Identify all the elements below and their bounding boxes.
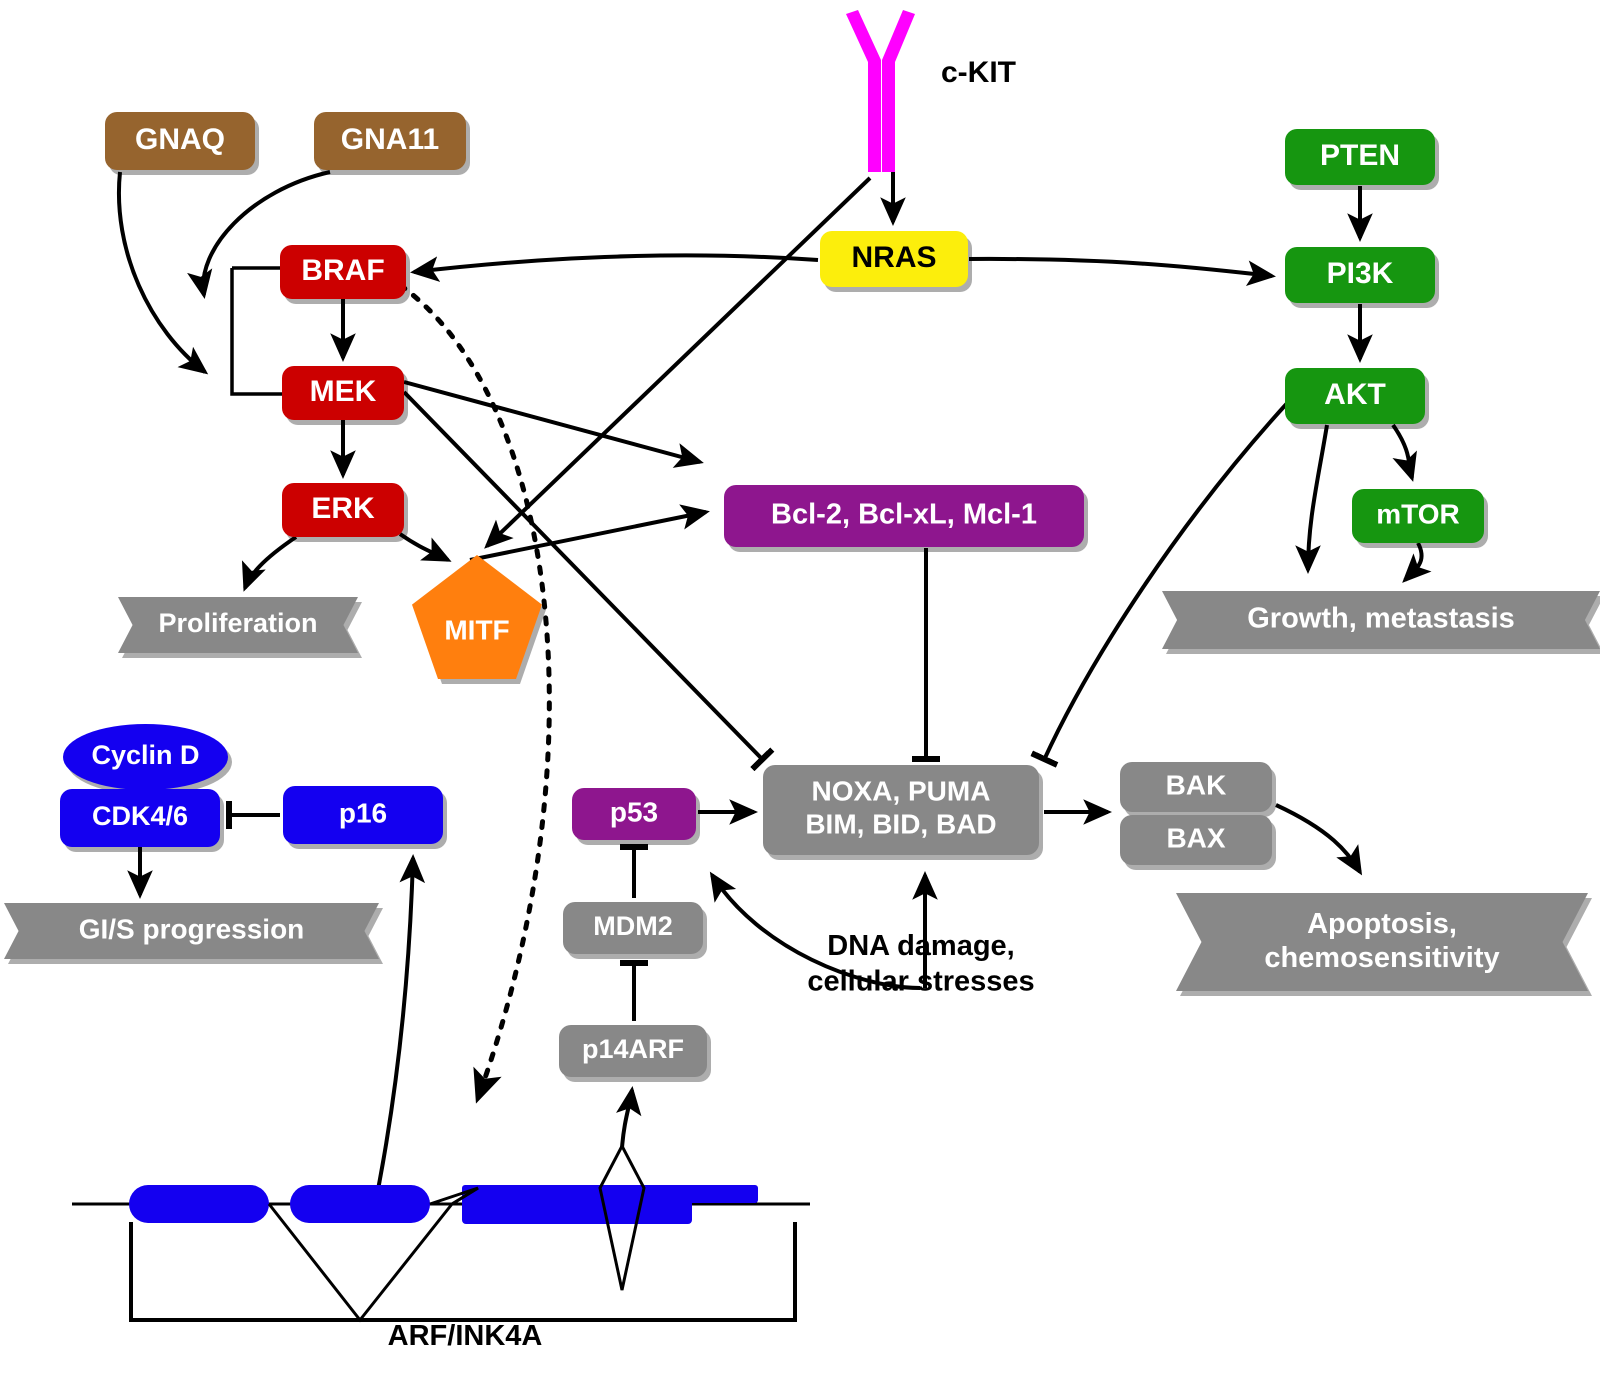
edge-nras-to-braf (410, 253, 819, 282)
edge-mtor-to-growth (1402, 542, 1432, 583)
node-bcl[interactable]: Bcl-2, Bcl-xL, Mcl-1 (724, 485, 1088, 552)
edge-braf-mek-bracket (230, 268, 283, 396)
node-nras[interactable]: NRAS (820, 231, 972, 292)
node-pi3k[interactable]: PI3K (1285, 247, 1439, 308)
edge-gna11-to-junction (187, 170, 331, 299)
edge-erk-to-mitf (398, 532, 452, 562)
node-mtor[interactable]: mTOR (1352, 489, 1488, 548)
edge-gnaq-to-junction (117, 171, 209, 375)
node-bak[interactable]: BAK (1120, 762, 1276, 817)
node-akt[interactable]: AKT (1285, 368, 1429, 429)
edge-nras-to-pi3k (968, 256, 1276, 286)
locus-splice-3 (451, 1186, 479, 1206)
edge-locus-to-p14arf (616, 1086, 642, 1149)
text-ckit-label: c-KIT (941, 56, 1016, 89)
locus-exon-2 (290, 1185, 430, 1223)
ckit-right-arm (882, 10, 915, 172)
text-dna-damage: DNA damage,cellular stresses (807, 930, 1034, 997)
node-bax[interactable]: BAX (1120, 815, 1276, 870)
node-erk[interactable]: ERK (282, 483, 408, 542)
edge-braf-to-locus-dotted (397, 282, 552, 1104)
locus-bracket (129, 1222, 797, 1322)
node-p53[interactable]: p53 (572, 788, 700, 845)
node-pten[interactable]: PTEN (1285, 129, 1439, 190)
node-prolif[interactable]: Proliferation (118, 597, 362, 658)
edge-dnadamage-to-p53 (709, 871, 921, 990)
edge-ckit-to-mitf (484, 176, 872, 549)
node-growth[interactable]: Growth, metastasis (1162, 591, 1600, 654)
locus-splice-diamond (598, 1142, 646, 1291)
node-mdm2[interactable]: MDM2 (563, 902, 707, 959)
node-p16[interactable]: p16 (283, 786, 447, 849)
node-gis[interactable]: GI/S progression (4, 903, 383, 964)
node-cyclind[interactable]: Cyclin D (63, 724, 232, 795)
arf-ink4a-locus (72, 1142, 810, 1323)
edge-locus-to-p16 (373, 854, 426, 1206)
node-braf[interactable]: BRAF (280, 245, 410, 304)
edge-mek-to-noxa-inhibit (402, 390, 775, 772)
edge-layer: locus (dotted) --> (72, 10, 1432, 1323)
edge-akt-to-growth (1295, 424, 1329, 575)
node-p14arf[interactable]: p14ARF (559, 1025, 711, 1082)
text-arf-ink4a-label: ARF/INK4A (388, 1320, 543, 1352)
ckit-receptor-icon (846, 10, 915, 172)
node-mitf[interactable]: MITF (412, 555, 546, 684)
edge-akt-to-noxa-inhibit (1030, 398, 1292, 768)
node-mek[interactable]: MEK (282, 366, 408, 425)
edge-erk-to-proliferation (241, 535, 298, 592)
node-gna11[interactable]: GNA11 (314, 112, 470, 175)
node-cdk[interactable]: CDK4/6 (60, 789, 224, 852)
node-apop[interactable]: Apoptosis,chemosensitivity (1176, 893, 1592, 996)
edge-mek-to-bcl2-upper (403, 380, 704, 468)
ckit-left-arm (846, 10, 881, 172)
edge-akt-to-mtor (1391, 423, 1417, 482)
node-gnaq[interactable]: GNAQ (105, 112, 259, 175)
edge-bakbax-to-apoptosis (1275, 803, 1363, 876)
free-text-layer: c-KIT DNA damage,cellular stressesARF/INK… (388, 56, 1035, 1352)
locus-exon-4 (462, 1185, 758, 1203)
locus-exon-1 (129, 1185, 269, 1223)
edge-mitf-to-bcl2 (469, 504, 710, 562)
